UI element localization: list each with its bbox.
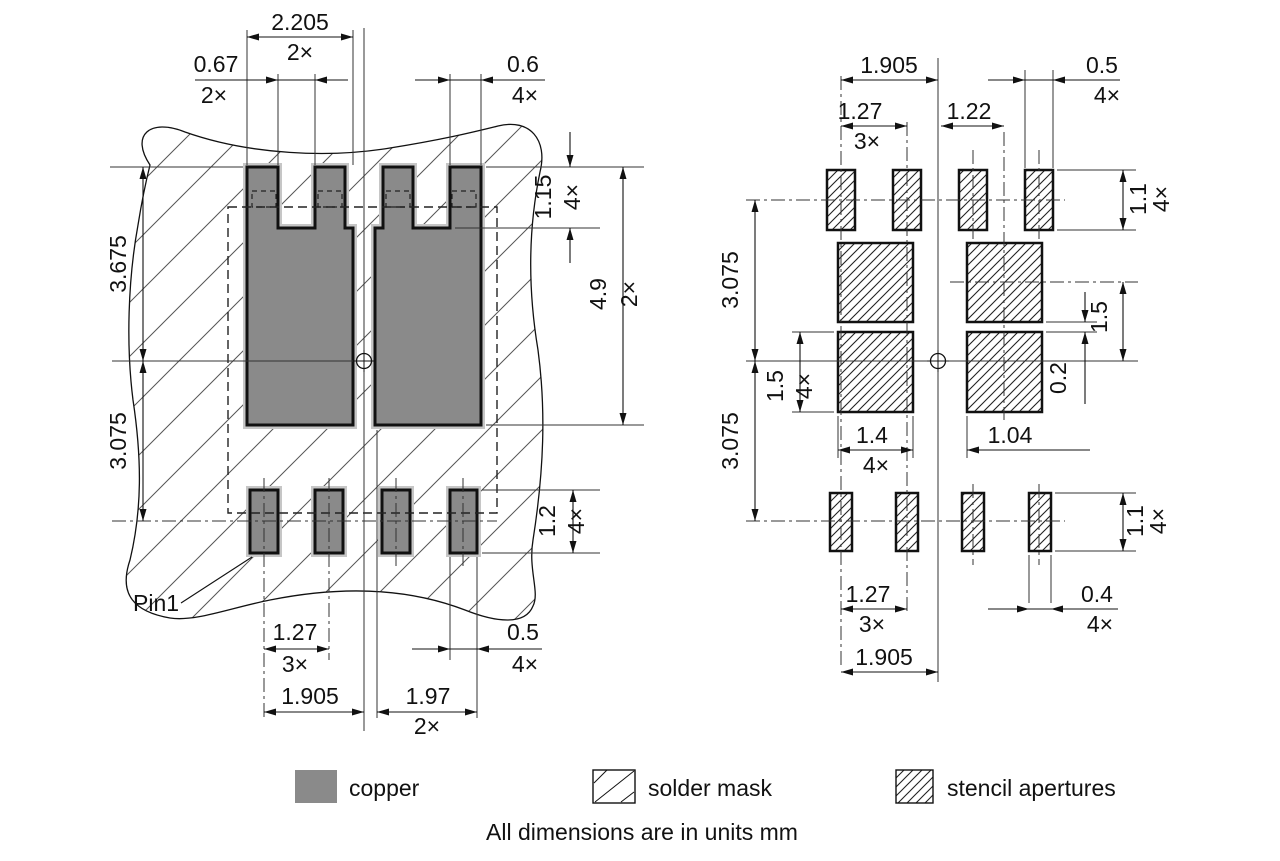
- dim-pad-span-count: 2×: [414, 713, 440, 739]
- stencil-view-dimensions: 1.905 0.5 4× 1.27 3× 1.22 1.1 4× 3.075 1…: [717, 52, 1174, 676]
- origin-marker-left: [353, 350, 375, 372]
- dim-notch-depth: 1.15: [530, 175, 556, 220]
- dim-pad-width-count: 2×: [287, 39, 313, 65]
- dim-ap-small-height-top: 1.1: [1125, 183, 1151, 215]
- dimension-lines-right: [751, 76, 1127, 676]
- dim-pin-pad-height: 1.2: [534, 505, 560, 537]
- dim-pad-span: 1.97: [406, 683, 451, 709]
- legend-stencil-label: stencil apertures: [947, 775, 1116, 801]
- centerlines-pins-left: [112, 478, 497, 718]
- dim-pin-pad-width: 0.5: [507, 619, 539, 645]
- legend-solder-mask-label: solder mask: [648, 775, 772, 801]
- dim-center-offset-top: 1.905: [860, 52, 918, 78]
- dimension-labels-left: 2.205 2× 0.67 2× 0.6 4× 1.15 4× 4.9 2× 3…: [105, 9, 642, 739]
- dim-ap-small-height-bottom: 1.1: [1122, 505, 1148, 537]
- dim-ap-pitch-top-count: 3×: [854, 128, 880, 154]
- units-note: All dimensions are in units mm: [486, 819, 798, 845]
- aperture-bottom-4: [1027, 491, 1053, 553]
- dim-ap-small-width-bottom: 0.4: [1081, 581, 1113, 607]
- dim-ap-small-width-top: 0.5: [1086, 52, 1118, 78]
- dim-ap-large-center-offset: 1.5: [1086, 301, 1112, 333]
- pin1-label: Pin1: [133, 590, 179, 616]
- dim-ap-pitch-bottom-count: 3×: [859, 611, 885, 637]
- aperture-centerlines: [746, 76, 1138, 668]
- dim-center-offset-bottom: 1.905: [855, 644, 913, 670]
- legend-copper-swatch: [295, 770, 337, 803]
- dim-ap-large-width-count: 4×: [863, 452, 889, 478]
- dim-notch-width: 0.67: [194, 51, 239, 77]
- stencil-view: [746, 58, 1138, 682]
- dim-ap-small-height-bottom-count: 4×: [1145, 508, 1171, 534]
- dim-center-to-pad-top: 3.675: [105, 235, 131, 293]
- dim-center-to-row-bottom: 3.075: [717, 412, 743, 470]
- dim-ap-large-width: 1.4: [856, 422, 888, 448]
- dimension-lines-left: [139, 33, 627, 716]
- aperture-large-left-upper: [836, 241, 915, 324]
- dim-ap-small-height-top-count: 4×: [1148, 186, 1174, 212]
- dim-row-gap: 0.2: [1045, 362, 1071, 394]
- dim-ap-large-height-count: 4×: [791, 373, 817, 399]
- dim-center-to-pin-row: 3.075: [105, 412, 131, 470]
- dim-pin1-to-center: 1.905: [281, 683, 339, 709]
- dim-notch-width-count: 2×: [201, 82, 227, 108]
- dim-col-center-offset: 1.22: [947, 98, 992, 124]
- dim-pad-width: 2.205: [271, 9, 329, 35]
- aperture-large-left-lower: [836, 330, 915, 414]
- copper-pad-right: [373, 165, 483, 427]
- dimension-labels-right: 1.905 0.5 4× 1.27 3× 1.22 1.1 4× 3.075 1…: [717, 52, 1174, 670]
- pin1-leader-line: [180, 556, 253, 604]
- dim-ap-small-width-bottom-count: 4×: [1087, 611, 1113, 637]
- dim-pin-pitch: 1.27: [273, 619, 318, 645]
- copper-mask-view: [112, 28, 544, 731]
- dim-center-to-row-top: 3.075: [717, 251, 743, 309]
- dim-ap-pitch-bottom: 1.27: [846, 581, 891, 607]
- extension-lines-left: [110, 30, 644, 718]
- dim-pin-pad-width-count: 4×: [512, 651, 538, 677]
- dim-pin-pitch-count: 3×: [282, 651, 308, 677]
- dim-notch-edge: 0.6: [507, 51, 539, 77]
- origin-marker-stencil: [927, 350, 949, 372]
- dim-notch-edge-count: 4×: [512, 82, 538, 108]
- component-outline: [227, 206, 498, 514]
- dim-ap-pitch-top: 1.27: [838, 98, 883, 124]
- legend-stencil-swatch: [895, 769, 934, 804]
- legend-copper-label: copper: [349, 775, 420, 801]
- dim-pad-height: 4.9: [585, 278, 611, 310]
- hidden-lead-outlines: [251, 190, 477, 208]
- dim-pin-pad-height-count: 4×: [563, 508, 589, 534]
- legend-solder-mask-swatch: [592, 769, 636, 804]
- dim-ap-large-height: 1.5: [762, 370, 788, 402]
- copper-view-dimensions: 2.205 2× 0.67 2× 0.6 4× 1.15 4× 4.9 2× 3…: [105, 9, 644, 739]
- dim-notch-depth-count: 4×: [559, 184, 585, 210]
- legend: copper solder mask stencil apertures: [295, 769, 1116, 804]
- dim-ap-small-width-top-count: 4×: [1094, 82, 1120, 108]
- dim-col-gap: 1.04: [988, 422, 1033, 448]
- dim-pad-height-count: 2×: [616, 281, 642, 307]
